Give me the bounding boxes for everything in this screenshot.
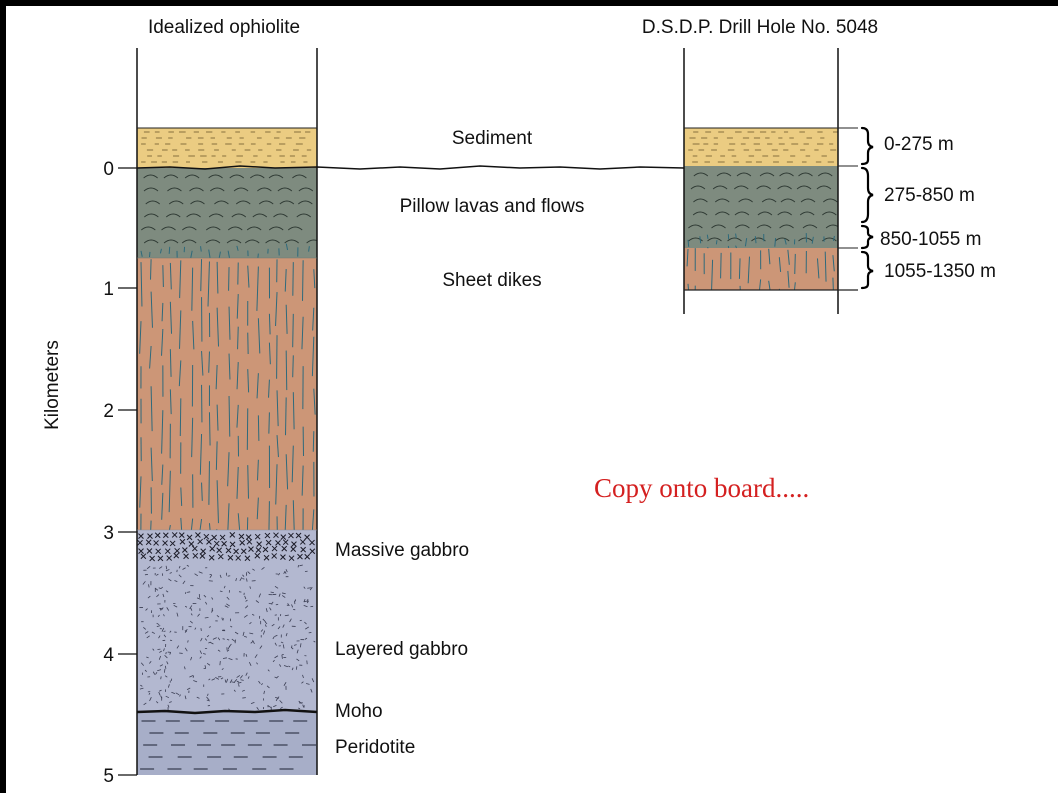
label-sheet-dikes: Sheet dikes — [442, 270, 541, 291]
range-label-1: 0-275 m — [884, 134, 954, 155]
massive-gabbro-layer — [137, 530, 317, 562]
ophiolite-textures — [137, 131, 317, 770]
drill-hole-title: D.S.D.P. Drill Hole No. 5048 — [642, 17, 878, 38]
ophiolite-column — [136, 48, 318, 775]
tick-2: 2 — [103, 401, 114, 422]
label-layered-gabbro: Layered gabbro — [335, 639, 468, 660]
label-moho: Moho — [335, 701, 383, 722]
depth-axis: 0 1 2 3 4 5 Kilometers — [42, 159, 137, 787]
drill-hole-column — [683, 48, 858, 314]
sediment-layer — [137, 128, 317, 168]
brace-4 — [860, 250, 874, 290]
brace-2 — [860, 166, 874, 224]
range-label-4: 1055-1350 m — [884, 261, 996, 282]
label-sediment: Sediment — [452, 128, 533, 149]
brace-3 — [860, 224, 874, 250]
drill-range-braces — [860, 126, 874, 290]
drill-sediment — [684, 128, 838, 166]
moho-line — [136, 708, 318, 715]
board-note: Copy onto board..... — [594, 473, 809, 503]
label-pillow-lavas: Pillow lavas and flows — [400, 196, 585, 217]
axis-label: Kilometers — [42, 340, 63, 430]
peridotite-layer — [137, 712, 317, 775]
range-label-2: 275-850 m — [884, 185, 975, 206]
tick-1: 1 — [103, 279, 114, 300]
label-massive-gabbro: Massive gabbro — [335, 540, 469, 561]
ophiolite-diagram: 0 1 2 3 4 5 Kilometers Idealized ophioli… — [42, 17, 996, 787]
sheet-dike-layer — [137, 258, 317, 530]
layered-gabbro-layer — [137, 562, 317, 712]
drill-textures — [686, 131, 838, 290]
label-peridotite: Peridotite — [335, 737, 415, 758]
slide: 0 1 2 3 4 5 Kilometers Idealized ophioli… — [6, 6, 1058, 793]
range-label-3: 850-1055 m — [880, 229, 981, 250]
drill-pillow-lava — [684, 166, 838, 248]
tick-3: 3 — [103, 523, 114, 544]
pillow-lava-layer — [137, 168, 317, 258]
ophiolite-title: Idealized ophiolite — [148, 17, 300, 38]
tick-0: 0 — [103, 159, 114, 180]
brace-1 — [860, 126, 874, 166]
tick-5: 5 — [103, 766, 114, 787]
tick-4: 4 — [103, 645, 114, 666]
